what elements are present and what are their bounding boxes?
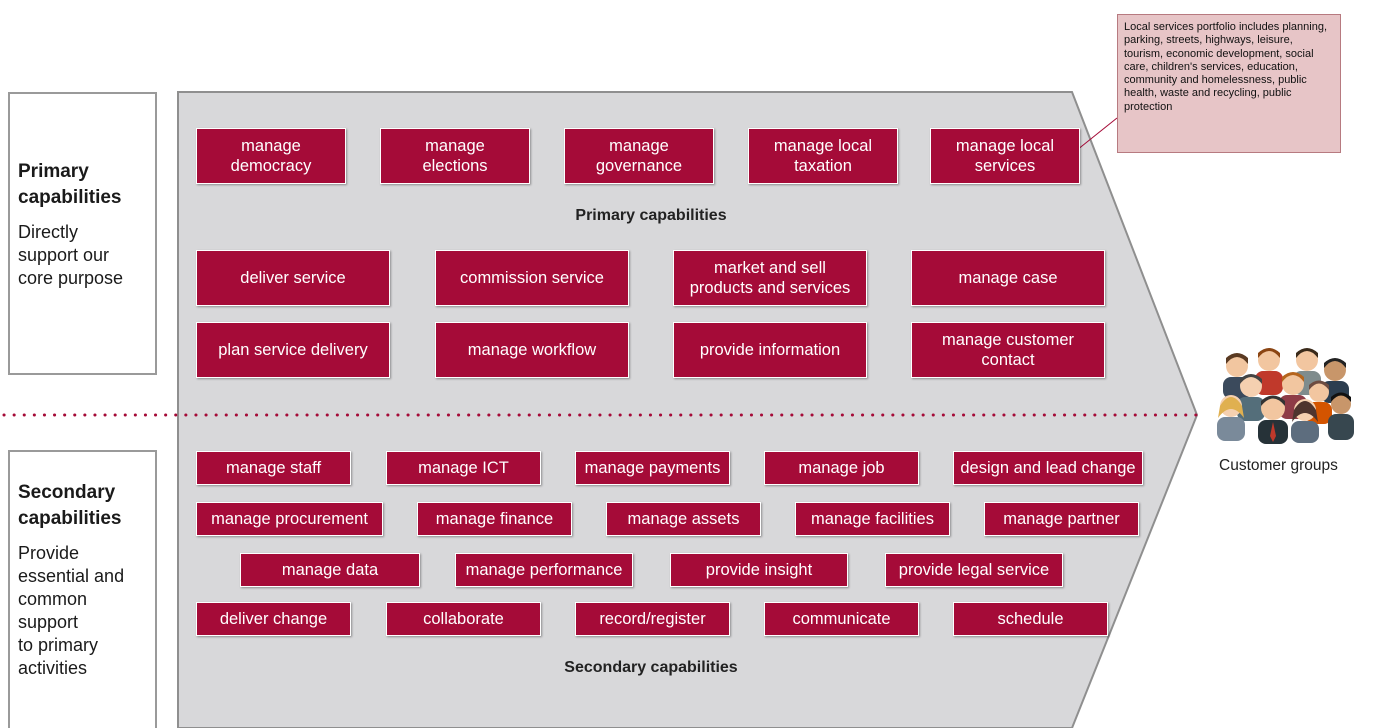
customer-groups-label: Customer groups xyxy=(1219,457,1338,474)
cap-provide-legal-service: provide legal service xyxy=(885,553,1063,587)
cap-communicate: communicate xyxy=(764,602,919,636)
cap-manage-staff: manage staff xyxy=(196,451,351,485)
cap-manage-facilities: manage facilities xyxy=(795,502,950,536)
cap-manage-customer-contact: manage customer contact xyxy=(911,322,1105,378)
primary-side-title: Primary capabilities xyxy=(18,161,122,208)
secondary-section-label: Secondary capabilities xyxy=(564,659,738,676)
cap-manage-ict: manage ICT xyxy=(386,451,541,485)
cap-manage-payments: manage payments xyxy=(575,451,730,485)
cap-manage-finance: manage finance xyxy=(417,502,572,536)
cap-schedule: schedule xyxy=(953,602,1108,636)
cap-manage-procurement: manage procurement xyxy=(196,502,383,536)
cap-provide-information: provide information xyxy=(673,322,867,378)
cap-collaborate: collaborate xyxy=(386,602,541,636)
cap-manage-workflow: manage workflow xyxy=(435,322,629,378)
cap-commission-service: commission service xyxy=(435,250,629,306)
cap-market-and-sell: market and sell products and services xyxy=(673,250,867,306)
secondary-side-title: Secondary capabilities xyxy=(18,482,122,529)
cap-manage-local-taxation: manage local taxation xyxy=(748,128,898,184)
cap-manage-elections: manage elections xyxy=(380,128,530,184)
cap-manage-democracy: manage democracy xyxy=(196,128,346,184)
cap-deliver-change: deliver change xyxy=(196,602,351,636)
cap-manage-local-services: manage local services xyxy=(930,128,1080,184)
cap-manage-case: manage case xyxy=(911,250,1105,306)
cap-design-and-lead-change: design and lead change xyxy=(953,451,1143,485)
secondary-side-box: Secondary capabilities Provide essential… xyxy=(8,450,157,728)
people-group-icon xyxy=(1217,348,1354,444)
cap-manage-governance: manage governance xyxy=(564,128,714,184)
cap-manage-assets: manage assets xyxy=(606,502,761,536)
local-services-callout: Local services portfolio includes planni… xyxy=(1117,14,1341,153)
cap-manage-partner: manage partner xyxy=(984,502,1139,536)
primary-side-description: Directly support our core purpose xyxy=(18,222,124,288)
cap-plan-service-delivery: plan service delivery xyxy=(196,322,390,378)
callout-connector xyxy=(1076,117,1118,151)
primary-section-label: Primary capabilities xyxy=(575,207,727,224)
cap-manage-data: manage data xyxy=(240,553,420,587)
cap-record-register: record/register xyxy=(575,602,730,636)
cap-manage-job: manage job xyxy=(764,451,919,485)
cap-provide-insight: provide insight xyxy=(670,553,848,587)
secondary-side-description: Provide essential and common support to … xyxy=(18,543,125,678)
cap-manage-performance: manage performance xyxy=(455,553,633,587)
cap-deliver-service: deliver service xyxy=(196,250,390,306)
primary-side-box: Primary capabilities Directly support ou… xyxy=(8,92,157,375)
